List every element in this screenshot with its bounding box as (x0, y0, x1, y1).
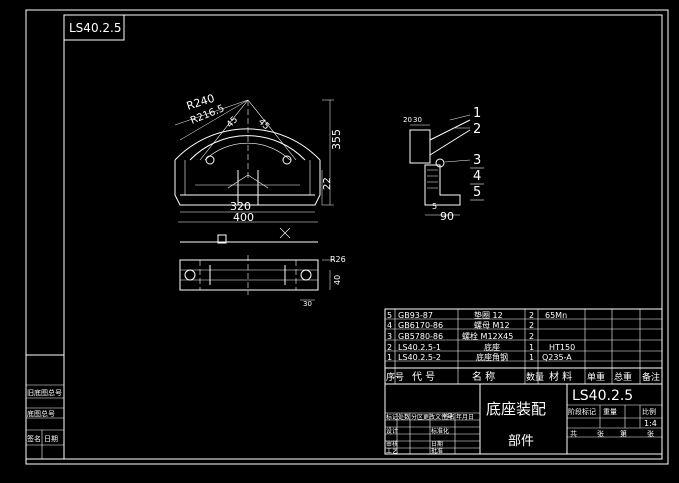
part-code-5: GB93-87 (398, 311, 433, 320)
angle-right: 45 (256, 117, 271, 132)
part-name-3: 螺栓 M12X45 (462, 331, 513, 341)
row-ymd: 年月日 (456, 413, 474, 421)
row-count: 处数 (398, 413, 410, 421)
part-name-2: 底座 (484, 342, 500, 352)
drawing-title: 底座装配 (486, 400, 546, 418)
part-no-4: 4 (387, 321, 392, 330)
dim-400: 400 (233, 211, 254, 224)
left-strip: 旧底图总号 底图总号 签名 日期 (25, 354, 65, 460)
title-block: LS40.2.5 底座装配 部件 阶段标记 重量 比例 1:4 共 张 第 张 … (384, 383, 663, 455)
part-no-5: 5 (387, 311, 392, 320)
part-code-2: LS40.2.5-1 (398, 343, 441, 352)
part-code-3: GB5780-86 (398, 332, 443, 341)
row-signature: 签名 (443, 413, 455, 421)
row-date: 日期 (431, 440, 443, 448)
sheet-label2: 张 (647, 429, 654, 438)
row-standard: 标准化 (431, 427, 449, 435)
dim-5: 5 (432, 202, 437, 211)
part-qty-3: 2 (529, 332, 534, 341)
strip-date: 日期 (44, 435, 58, 443)
balloon-3: 3 (473, 153, 481, 168)
part-no-1: 1 (387, 353, 392, 362)
parts-list: 5 GB93-87 垫圈 12 2 65Mn 4 GB6170-86 螺母 M1… (384, 308, 663, 385)
row-design: 设计 (386, 427, 398, 435)
part-qty-4: 2 (529, 321, 534, 330)
header-material: 材 料 (549, 370, 572, 383)
row-process: 工艺 (386, 447, 398, 455)
dim-355: 355 (330, 129, 343, 150)
header-remark: 备注 (642, 371, 660, 383)
balloon-4: 4 (473, 169, 481, 184)
weight-label: 重量 (603, 408, 617, 416)
dim-22: 22 (322, 177, 333, 190)
balloon-2: 2 (473, 122, 481, 137)
drawing-code-text: LS40.2.5 (69, 21, 121, 35)
drawing-number: LS40.2.5 (572, 388, 633, 404)
dim-320: 320 (230, 200, 251, 213)
part-name-1: 底座角钢 (476, 352, 508, 362)
outer-border (25, 9, 669, 465)
drawing-subtitle: 部件 (508, 434, 534, 449)
angle-left: 45 (225, 115, 240, 130)
part-name-5: 垫圈 12 (474, 310, 503, 320)
header-no: 序号 (386, 371, 404, 383)
header-total-weight: 总重 (614, 371, 632, 383)
part-mat-1: Q235-A (542, 353, 572, 362)
dim-20: 20 (403, 116, 412, 124)
part-code-1: LS40.2.5-2 (398, 353, 441, 362)
row-zone: 分区 (411, 413, 423, 421)
strip-signature: 签名 (27, 434, 41, 443)
dim-30: 30 (413, 116, 422, 124)
part-name-4: 螺母 M12 (474, 320, 510, 330)
part-no-2: 2 (387, 343, 392, 352)
part-qty-1: 1 (529, 353, 534, 362)
balloon-1: 1 (473, 106, 481, 121)
inner-border (63, 14, 663, 460)
side-view: 30 20 90 5 1 2 3 4 5 (403, 106, 484, 223)
part-mat-2: HT150 (549, 343, 575, 352)
header-qty: 数量 (526, 371, 544, 383)
dim-40: 40 (333, 275, 342, 285)
row-review: 审核 (386, 440, 398, 448)
drawing-code-tab: LS40.2.5 (63, 14, 125, 41)
part-qty-2: 1 (529, 343, 534, 352)
bottom-view: R26 40 30 (179, 227, 346, 308)
part-no-3: 3 (387, 332, 392, 341)
dim-30-bottom: 30 (303, 300, 312, 308)
header-unit-weight: 单重 (587, 371, 605, 383)
radius-r26: R26 (330, 255, 346, 264)
row-mark: 标记 (386, 413, 398, 421)
strip-drawing-no: 底图总号 (27, 409, 55, 418)
main-front-view: 320 400 355 22 R240 R216.5 45 45 (174, 92, 343, 224)
sheet-total: 共 (570, 429, 577, 438)
part-qty-5: 2 (529, 311, 534, 320)
part-code-4: GB6170-86 (398, 321, 443, 330)
row-change-doc: 更改文件号 (423, 413, 453, 421)
stage-label: 阶段标记 (568, 407, 596, 416)
sheet-no: 第 (620, 429, 627, 438)
sheet-label: 张 (597, 429, 604, 438)
header-name: 名 称 (472, 370, 495, 383)
scale-label: 比例 (642, 407, 656, 416)
dim-90: 90 (440, 210, 454, 223)
strip-old-drawing-no: 旧底图总号 (27, 388, 62, 397)
balloon-5: 5 (473, 185, 481, 200)
scale-value: 1:4 (644, 419, 657, 428)
header-code: 代 号 (412, 371, 435, 383)
row-approve: 批准 (431, 447, 443, 455)
part-mat-5: 65Mn (545, 311, 567, 320)
